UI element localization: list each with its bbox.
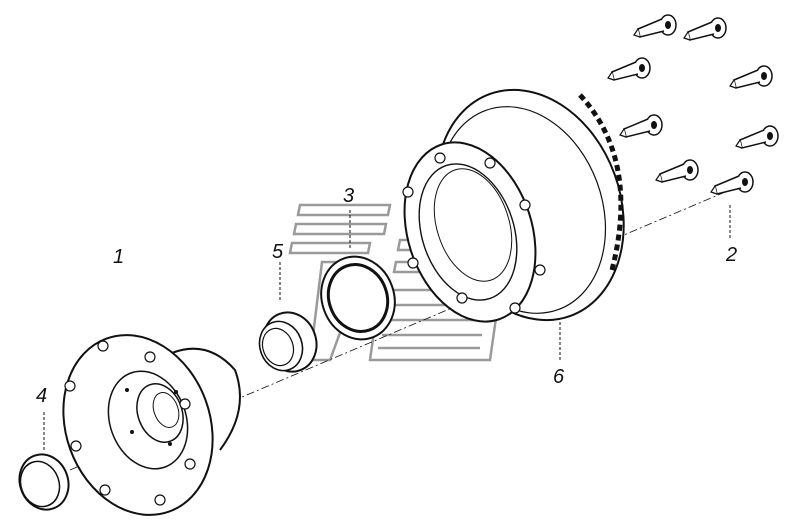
callout-6: 6 <box>553 366 565 388</box>
callout-2: 2 <box>726 244 738 266</box>
end-cap-part-4 <box>18 412 70 511</box>
callout-3: 3 <box>343 185 355 207</box>
seal-ring-part-3 <box>320 210 396 341</box>
callout-1: 1 <box>113 246 125 268</box>
callout-4: 4 <box>36 385 48 407</box>
bearing-ring-part-5 <box>258 262 318 373</box>
hub-flange-part-1 <box>62 334 241 516</box>
callout-5: 5 <box>272 241 284 263</box>
brake-disc-part-6 <box>402 88 625 360</box>
wheel-studs-part-2 <box>607 14 779 240</box>
